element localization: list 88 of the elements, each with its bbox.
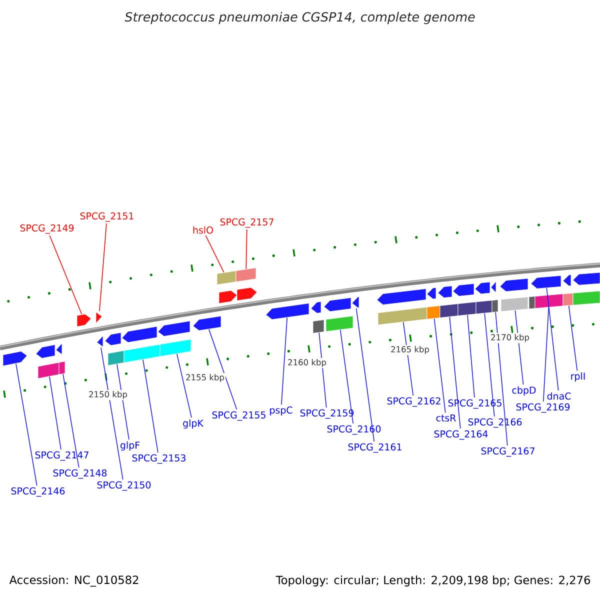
gene-feature [500,278,528,292]
leader-line [16,363,38,486]
gene-label: SPCG_2153 [132,454,186,464]
leader-line [208,328,238,410]
leader-line [99,223,107,312]
footer-text: Accession: NC_010582 [9,575,138,587]
gene-bar [492,300,498,313]
gene-label: SPCG_2149 [20,224,74,234]
gene-bar [108,350,124,366]
leader-line [62,374,80,468]
leader-line [402,322,414,396]
gene-label: SPCG_2162 [387,397,440,407]
gene-feature [96,336,104,348]
scale-label: 2155 kbp [184,372,226,384]
title: Streptococcus pneumoniae CGSP14, complete genome [124,12,475,24]
gene-bar [458,302,476,316]
gene-bar [216,270,236,285]
gene-bar [160,339,192,357]
leader-line [546,288,559,391]
gene-bar [528,296,536,310]
gene-label: dnaC [547,392,571,400]
leader-line [100,347,124,480]
gene-label: SPCG_2167 [481,447,534,457]
gene-label: SPCG_2146 [11,487,65,497]
gene-bar [58,361,66,375]
gene-bar [124,344,160,363]
gene-label: SPCG_2148 [53,469,107,479]
gene-feature [56,343,62,355]
scale-label: 2170 kbp [489,332,531,344]
gene-bar [236,268,256,282]
gene-feature [490,281,496,293]
gene-feature [96,312,102,324]
gene-label: SPCG_2164 [434,430,488,440]
leader-line [205,235,224,273]
gene-bar [562,292,574,306]
gene-bar [426,306,440,320]
gene-bar [476,300,492,314]
gene-feature [218,290,238,304]
gene-feature [426,287,436,300]
gene-label: pspC [270,406,292,416]
gene-bar [500,296,528,312]
gene-bar [534,294,564,309]
gene-feature [310,301,322,314]
leader-line [281,317,288,406]
gene-bar [572,290,600,306]
gene-feature [562,274,572,286]
leader-line [434,318,446,414]
gene-label: rplI [571,372,585,382]
gene-label: glpK [183,419,204,429]
gene-label: SPCG_2155 [212,411,266,421]
leader-line [484,312,495,417]
gene-label: SPCG_2157 [220,218,274,228]
leader-line [568,305,578,371]
gene-feature [2,351,28,366]
gene-bar [312,320,324,334]
gene-label: SPCG_2151 [80,212,134,222]
scale-label: 2165 kbp [389,344,431,356]
gene-feature [236,287,258,301]
gene-label: cbpD [512,386,536,396]
gene-bar [326,316,354,332]
footer-text: Topology: circular; Length: 2,209,198 bp; Genes: 2,276 [276,576,590,586]
leader-line [49,376,62,450]
gene-feature [452,283,474,296]
gene-feature [438,286,452,298]
gene-label: SPCG_2161 [348,443,402,453]
leader-line [49,235,82,315]
leader-line [142,359,158,453]
gene-feature [158,320,190,336]
gene-label: hslO [193,226,213,234]
scale-label: 2160 kbp [286,358,328,368]
gene-feature [76,314,92,327]
leader-line [542,307,550,402]
leader-line [467,314,475,398]
gene-label: SPCG_2169 [516,403,570,413]
gene-feature [352,296,360,308]
gene-bar [440,304,458,318]
leader-line [246,229,248,270]
leader-line [495,312,508,446]
leader-line [356,308,375,442]
leader-line [340,330,354,424]
gene-label: ctsR [436,414,456,422]
gene-label: SPCG_2150 [97,481,151,491]
leader-line [449,316,461,429]
scale-label: 2150 kbp [87,390,129,400]
gene-feature [192,316,222,331]
leader-line [116,364,130,440]
gene-label: glpF [120,441,140,451]
gene-bar [378,306,428,326]
